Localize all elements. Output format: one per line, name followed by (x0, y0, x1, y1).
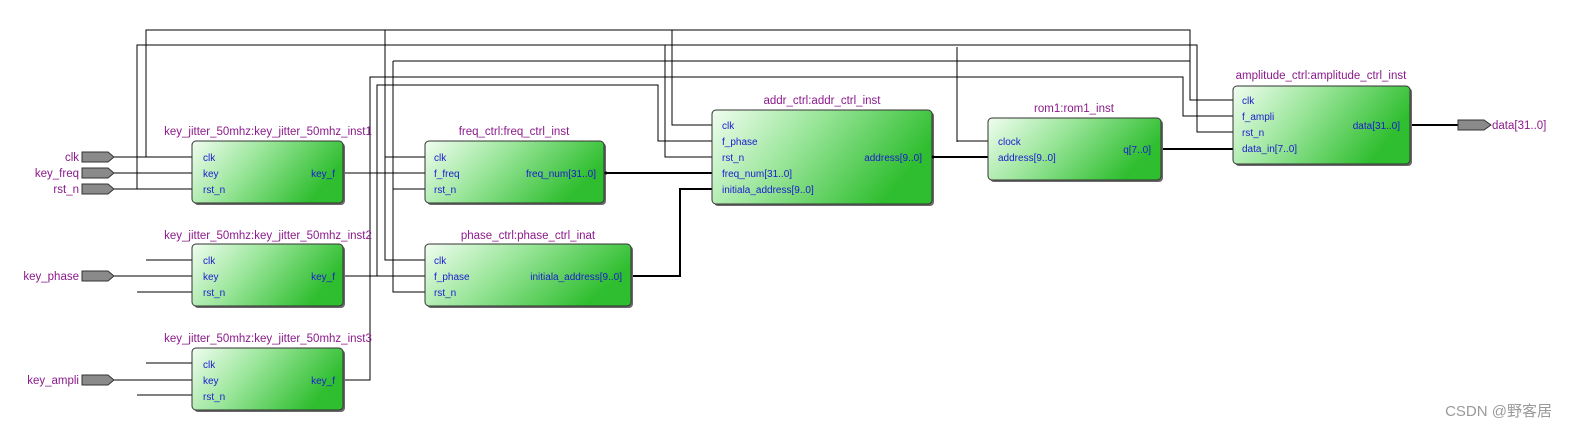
pin-label-key-ampli: key_ampli (27, 375, 79, 387)
module-title: rom1:rom1_inst (1034, 103, 1115, 115)
module-title: addr_ctrl:addr_ctrl_inst (764, 95, 882, 107)
port-address: address[9..0] (998, 153, 1056, 164)
port-key: key (203, 272, 219, 283)
module-key-jitter-inst3: key_jitter_50mhz:key_jitter_50mhz_inst3 … (164, 333, 372, 412)
pin-key-phase: key_phase (23, 270, 115, 283)
port-key: key (203, 169, 219, 180)
pin-clk: clk (65, 151, 115, 164)
module-title: key_jitter_50mhz:key_jitter_50mhz_inst2 (164, 230, 372, 242)
port-rst-n: rst_n (434, 185, 456, 196)
watermark: CSDN @野客居 (1445, 403, 1552, 420)
port-rst-n: rst_n (203, 288, 225, 299)
port-f-phase: f_phase (722, 137, 758, 148)
module-key-jitter-inst1: key_jitter_50mhz:key_jitter_50mhz_inst1 … (164, 126, 372, 205)
pin-label-clk: clk (65, 152, 79, 164)
port-rst-n: rst_n (434, 288, 456, 299)
port-key-f: key_f (311, 376, 335, 387)
pin-key-ampli: key_ampli (27, 374, 115, 387)
port-f-ampli: f_ampli (1242, 112, 1274, 123)
port-data-out: data[31..0] (1353, 121, 1400, 132)
port-rst-n: rst_n (203, 392, 225, 403)
port-clk: clk (434, 153, 447, 164)
pin-label-rst-n: rst_n (53, 184, 79, 196)
port-initiala-address: initiala_address[9..0] (722, 185, 814, 196)
port-clock: clock (998, 137, 1022, 148)
port-clk: clk (434, 256, 447, 267)
module-title: phase_ctrl:phase_ctrl_inat (461, 230, 596, 242)
port-clk: clk (203, 360, 216, 371)
module-title: freq_ctrl:freq_ctrl_inst (459, 126, 570, 138)
port-f-freq: f_freq (434, 169, 460, 180)
pin-label-key-freq: key_freq (35, 168, 79, 180)
output-pin-data: data[31..0] (1457, 119, 1546, 132)
port-clk: clk (203, 256, 216, 267)
module-title: key_jitter_50mhz:key_jitter_50mhz_inst1 (164, 126, 372, 138)
input-pins: clk key_freq rst_n key_phase key_ampli (23, 151, 115, 387)
junctions (604, 155, 935, 175)
pin-rst-n: rst_n (53, 183, 115, 196)
module-phase-ctrl: phase_ctrl:phase_ctrl_inat clk f_phase r… (424, 230, 633, 308)
module-title: amplitude_ctrl:amplitude_ctrl_inst (1236, 70, 1407, 82)
port-initiala-address: initiala_address[9..0] (530, 272, 622, 283)
pin-key-freq: key_freq (35, 167, 115, 180)
port-address: address[9..0] (864, 153, 922, 164)
port-key-f: key_f (311, 272, 335, 283)
module-addr-ctrl: addr_ctrl:addr_ctrl_inst clk f_phase rst… (711, 95, 934, 206)
pin-label-key-phase: key_phase (23, 271, 79, 283)
port-clk: clk (1242, 96, 1255, 107)
port-f-phase: f_phase (434, 272, 470, 283)
module-amplitude-ctrl: amplitude_ctrl:amplitude_ctrl_inst clk f… (1232, 70, 1412, 166)
port-clk: clk (203, 153, 216, 164)
port-freq-num: freq_num[31..0] (722, 169, 792, 180)
port-q: q[7..0] (1123, 145, 1151, 156)
wires (114, 29, 1458, 396)
port-data-in: data_in[7..0] (1242, 144, 1297, 155)
module-rom1: rom1:rom1_inst clock address[9..0] q[7..… (987, 103, 1163, 182)
port-rst-n: rst_n (722, 153, 744, 164)
port-key-f: key_f (311, 169, 335, 180)
module-key-jitter-inst2: key_jitter_50mhz:key_jitter_50mhz_inst2 … (164, 230, 372, 308)
port-clk: clk (722, 121, 735, 132)
port-freq-num: freq_num[31..0] (526, 169, 596, 180)
module-title: key_jitter_50mhz:key_jitter_50mhz_inst3 (164, 333, 372, 345)
pin-label-data: data[31..0] (1492, 120, 1546, 132)
port-key: key (203, 376, 219, 387)
module-freq-ctrl: freq_ctrl:freq_ctrl_inst clk f_freq rst_… (424, 126, 606, 205)
port-rst-n: rst_n (203, 185, 225, 196)
port-rst-n: rst_n (1242, 128, 1264, 139)
